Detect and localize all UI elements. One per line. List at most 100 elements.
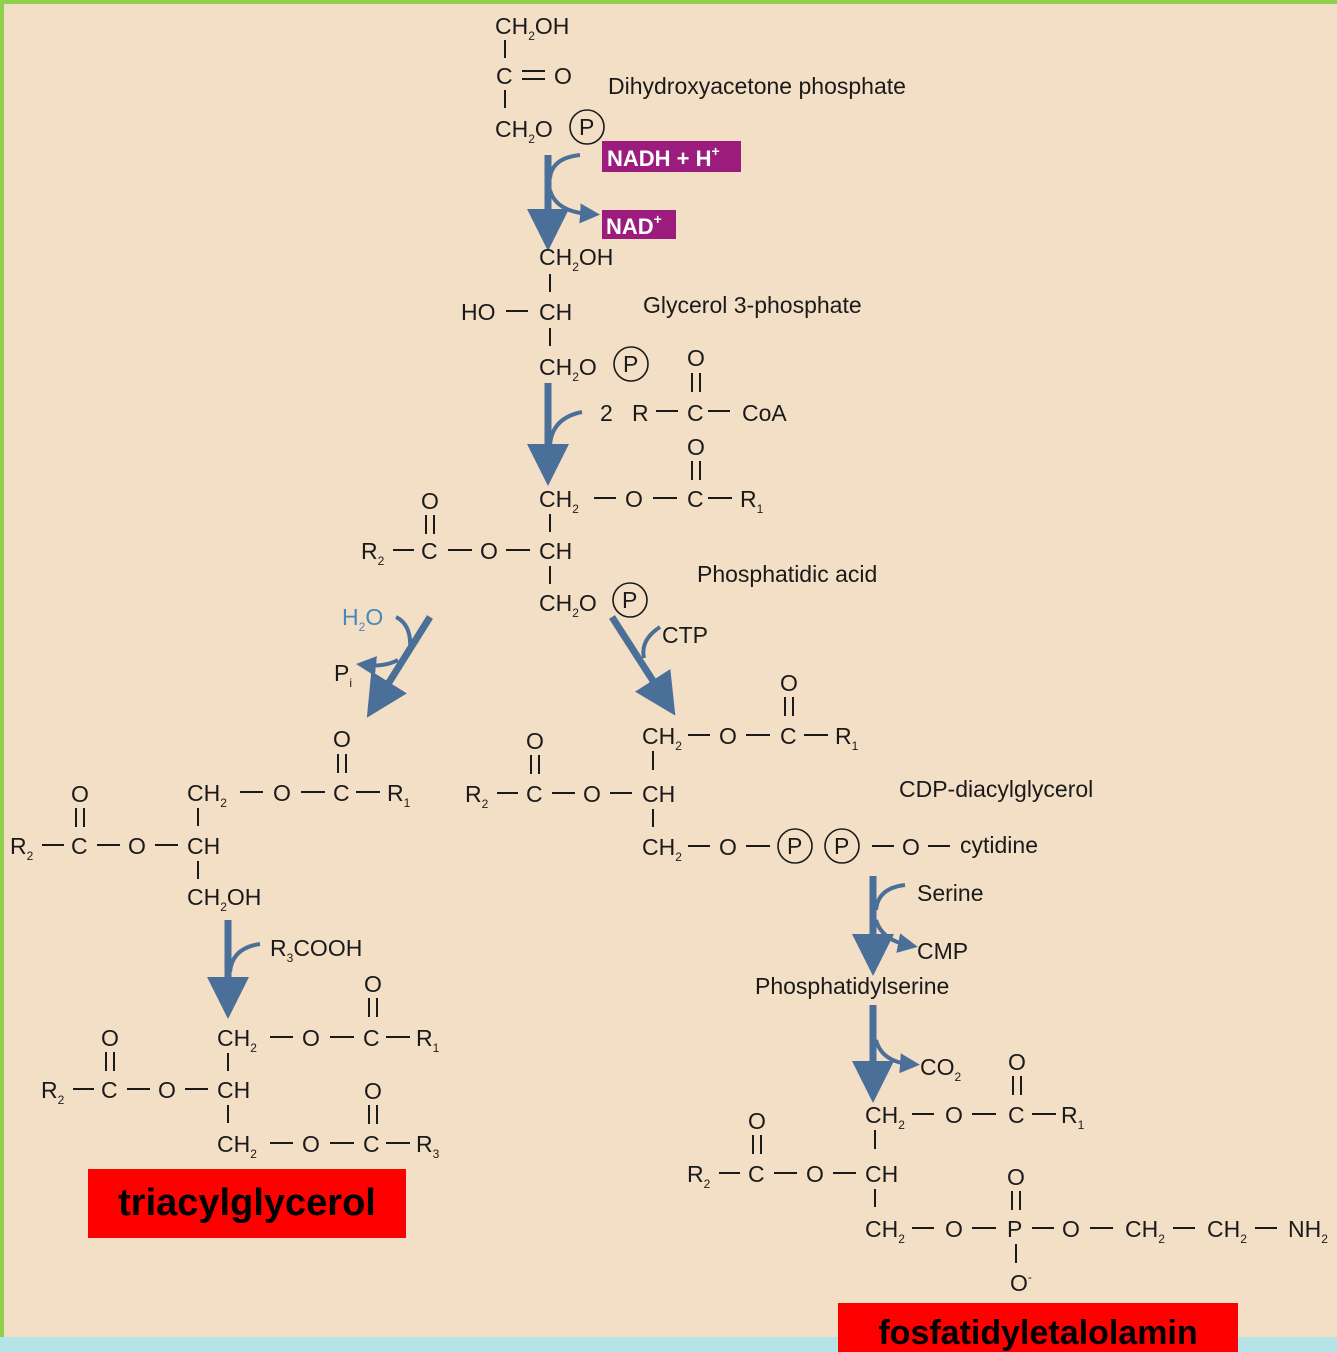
svg-text:O: O [333,726,351,752]
svg-text:O: O [748,1108,766,1134]
svg-text:C: C [687,400,704,426]
ps-label: Phosphatidylserine [755,973,949,999]
svg-text:R1: R1 [740,486,764,516]
svg-text:CH2: CH2 [1207,1216,1247,1246]
svg-text:CH2O: CH2O [539,590,597,620]
svg-text:CH2: CH2 [217,1025,257,1055]
svg-text:CH: CH [539,538,572,564]
serine-label: Serine [917,880,983,906]
svg-text:O: O [480,538,498,564]
acylation-arrow-2 [207,920,261,1019]
svg-text:CH2O: CH2O [495,116,553,146]
svg-text:O: O [719,723,737,749]
dhap-structure: CH2OH C O CH2O P [495,13,605,146]
svg-text:C: C [71,833,88,859]
svg-text:O: O [1008,1049,1026,1075]
fosfatidyletalolamin-label: fosfatidyletalolamin [838,1303,1238,1352]
svg-text:P: P [622,587,637,613]
svg-text:C: C [526,781,543,807]
svg-text:O: O [1062,1216,1080,1242]
svg-text:R2: R2 [465,781,489,811]
svg-text:R: R [632,400,649,426]
svg-text:CH: CH [217,1077,250,1103]
svg-text:O: O [687,434,705,460]
ctp-arrow [609,615,676,716]
svg-text:O: O [302,1025,320,1051]
svg-text:C: C [1008,1102,1025,1128]
pa-structure: O CH2 O C R1 O R2 C O CH CH2O P [361,434,764,620]
dephosphorylation-arrow [356,615,433,718]
svg-text:CH2O: CH2O [539,354,597,384]
svg-text:P: P [579,114,594,140]
svg-text:CH2: CH2 [539,486,579,516]
svg-text:R2: R2 [687,1161,711,1191]
svg-text:O: O [364,971,382,997]
co2-label: CO2 [920,1054,962,1084]
svg-text:cytidine: cytidine [960,832,1038,858]
svg-text:O-: O- [1010,1270,1032,1296]
serine-arrow [852,876,918,976]
svg-text:O: O [945,1216,963,1242]
cdp-dag-structure: O CH2 O C R1 O R2 C O CH CH2 O P P O cyt… [465,670,1038,864]
svg-text:O: O [1007,1164,1025,1190]
svg-text:C: C [101,1077,118,1103]
cdp-dag-label: CDP-diacylglycerol [899,776,1093,802]
svg-text:C: C [780,723,797,749]
svg-text:CH2: CH2 [187,780,227,810]
svg-text:R2: R2 [41,1077,65,1107]
svg-text:O: O [583,781,601,807]
svg-text:O: O [780,670,798,696]
svg-text:CH2: CH2 [865,1102,905,1132]
svg-text:R2: R2 [10,833,34,863]
svg-text:R1: R1 [387,780,411,810]
g3p-structure: CH2OH HO CH CH2O P [461,244,649,384]
cmp-label: CMP [917,938,968,964]
nadh-badge: NADH + H+ [602,141,741,172]
dhap-label: Dihydroxyacetone phosphate [608,73,906,99]
acylation-arrow [527,383,583,486]
svg-text:P: P [623,351,638,377]
svg-text:O: O [273,780,291,806]
svg-text:O: O [128,833,146,859]
svg-text:C: C [421,538,438,564]
tag-structure: O CH2 O C R1 O R2 C O CH O CH2 O C R3 [41,971,440,1161]
svg-text:O: O [158,1077,176,1103]
svg-text:R2: R2 [361,538,385,568]
svg-text:O: O [364,1078,382,1104]
svg-text:CoA: CoA [742,400,787,426]
svg-text:C: C [333,780,350,806]
nad-badge: NAD+ [602,210,676,239]
svg-text:O: O [101,1025,119,1051]
svg-text:O: O [302,1131,320,1157]
dag-structure: O CH2 O C R1 O R2 C O CH CH2OH [10,726,411,914]
r3cooh-label: R3COOH [270,935,362,965]
svg-text:O: O [902,834,920,860]
svg-text:R1: R1 [1061,1102,1085,1132]
svg-text:2: 2 [600,400,613,426]
svg-text:CH2OH: CH2OH [187,884,261,914]
svg-text:CH: CH [539,299,572,325]
svg-text:O: O [719,834,737,860]
svg-text:C: C [748,1161,765,1187]
svg-text:C: C [687,486,704,512]
svg-text:O: O [945,1102,963,1128]
svg-text:CH2OH: CH2OH [539,244,613,274]
svg-text:R3: R3 [416,1131,440,1161]
h2o-label: H2O [342,604,383,634]
svg-text:R1: R1 [835,723,859,753]
svg-text:O: O [687,345,705,371]
svg-text:R1: R1 [416,1025,440,1055]
svg-text:NH2: NH2 [1288,1216,1328,1246]
svg-text:P: P [787,833,802,859]
svg-text:P: P [834,833,849,859]
ctp-label: CTP [662,622,708,648]
svg-text:HO: HO [461,299,496,325]
svg-text:CH2: CH2 [642,834,682,864]
svg-text:C: C [363,1025,380,1051]
pi-label: Pi [334,660,352,690]
svg-text:CH2OH: CH2OH [495,13,569,43]
svg-text:CH2: CH2 [217,1131,257,1161]
g3p-label: Glycerol 3-phosphate [643,292,862,318]
svg-text:O: O [806,1161,824,1187]
